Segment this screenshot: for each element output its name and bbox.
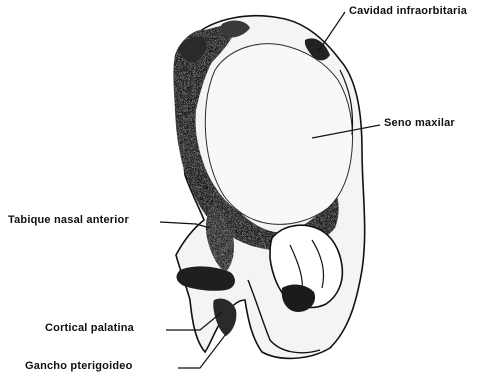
- label-cortical-palatina: Cortical palatina: [45, 322, 134, 334]
- label-tabique-nasal-anterior: Tabique nasal anterior: [8, 214, 129, 226]
- leader-cavidad: [318, 12, 345, 52]
- label-gancho-pterigoideo: Gancho pterigoideo: [25, 360, 133, 372]
- label-seno-maxilar: Seno maxilar: [384, 117, 455, 129]
- label-cavidad-infraorbitaria: Cavidad infraorbitaria: [349, 5, 467, 17]
